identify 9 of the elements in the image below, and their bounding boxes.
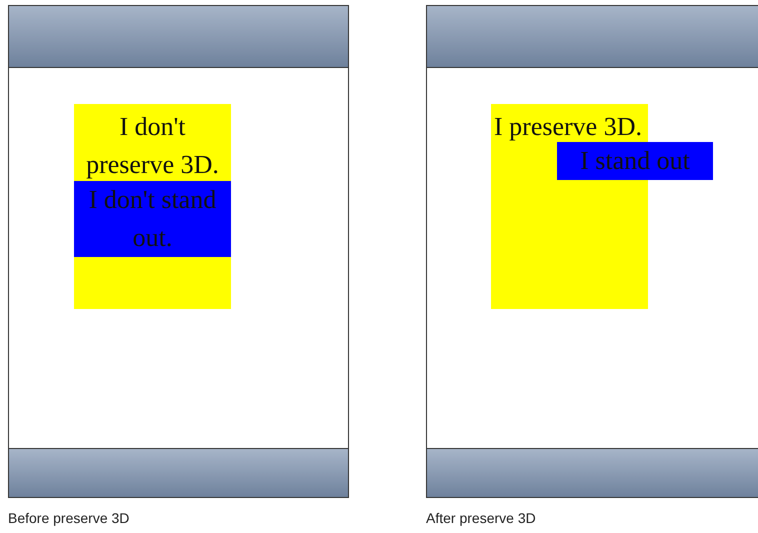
raised-overlay [74,181,231,257]
box-text: I don't preserve 3D. [85,111,220,181]
box-text: I stand out [579,145,691,177]
box-text: I don't stand out. [88,184,218,254]
box-text: I preserve 3D. [493,111,643,143]
caption: Before preserve 3D [8,510,130,526]
container-box [74,104,231,309]
raised-overlay [557,142,713,180]
caption: After preserve 3D [426,510,536,526]
